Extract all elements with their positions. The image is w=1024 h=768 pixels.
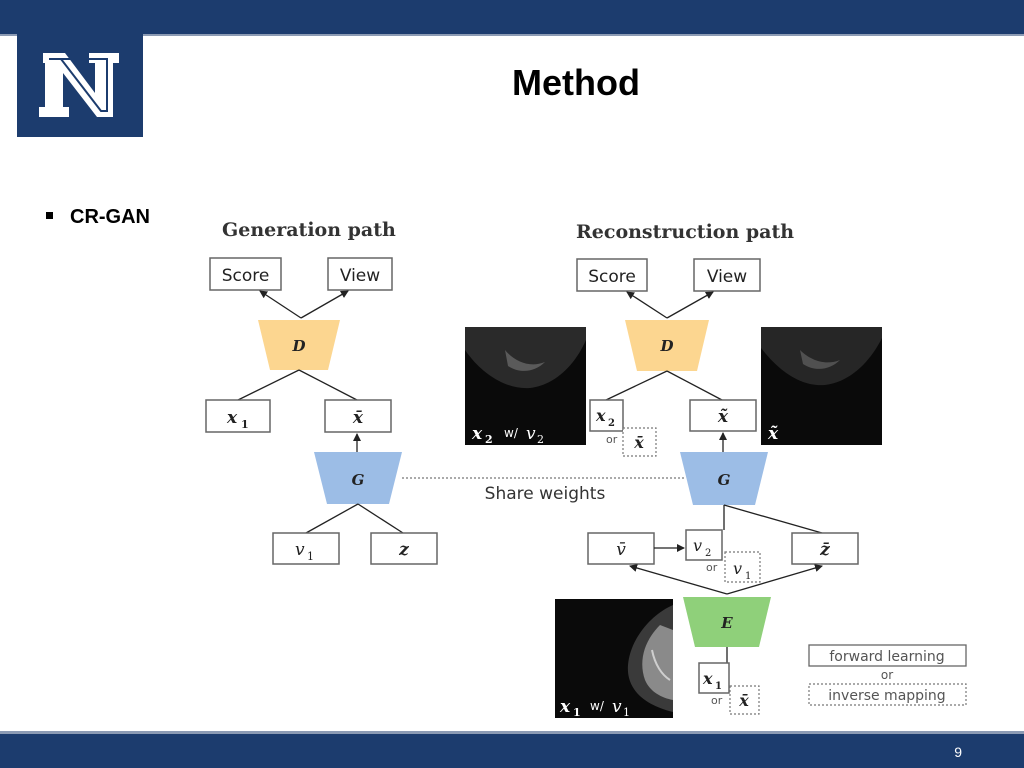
gen-discriminator: D [258, 320, 340, 370]
rec-or-2: or [706, 561, 718, 574]
gen-d-label: D [291, 337, 305, 355]
encoder-label: E [720, 614, 733, 632]
rec-xbar-label: x̄ [633, 433, 644, 452]
rec-xtilde-box: x̃ [689, 399, 757, 432]
rec-x1-label: x [702, 669, 713, 688]
rec-x1-box: x 1 [698, 662, 730, 694]
rec-score-box: Score [576, 258, 648, 292]
rec-x2-sub: 2 [608, 418, 615, 429]
rec-x2-label: x [595, 406, 606, 425]
gen-z-label: z [398, 540, 409, 560]
rec-zbar-label: z̄ [819, 540, 830, 560]
x1-image-w: w/ [590, 699, 605, 713]
x1-image-vsub: 1 [623, 706, 630, 719]
gen-v1-label: v [295, 540, 305, 560]
x1-image-x: x [559, 697, 571, 717]
university-logo [17, 31, 143, 137]
rec-discriminator: D [625, 320, 709, 371]
rec-vbar-box: v̄ [587, 532, 655, 565]
gen-score-box: Score [209, 257, 282, 291]
legend-dashed-box [808, 683, 967, 706]
bullet-marker [46, 212, 53, 219]
gen-v1-box: v 1 [272, 532, 340, 565]
gen-view-box: View [327, 257, 393, 291]
bullet-label: CR-GAN [70, 206, 150, 228]
rec-zbar-box: z̄ [791, 532, 859, 565]
rec-v1-label: v [733, 559, 742, 578]
xtilde-image: x̃ [761, 327, 882, 445]
reconstruction-path-title: Reconstruction path [576, 221, 794, 243]
page-number: 9 [954, 744, 962, 760]
rec-x2-box: x 2 [589, 399, 624, 432]
gen-view-label: View [340, 266, 380, 286]
rec-v2-sub: 2 [705, 548, 711, 559]
rec-or-3: or [711, 694, 723, 707]
rec-view-label: View [707, 267, 747, 287]
rec-generator: G [680, 452, 768, 505]
xtilde-image-label: x̃ [767, 424, 779, 444]
rec-vbar-label: v̄ [616, 540, 626, 560]
rec-xtilde-label: x̃ [717, 407, 729, 427]
slide-title: Method [512, 62, 640, 103]
gen-xbar-box: x̄ [324, 399, 392, 433]
legend-or-label: or [881, 668, 893, 682]
top-banner-rule [0, 34, 1024, 36]
gen-generator: G [314, 452, 402, 504]
rec-or-1: or [606, 433, 618, 446]
gen-xbar-label: x̄ [352, 408, 364, 428]
legend-solid-box [808, 644, 967, 667]
legend-forward-label: forward learning [829, 649, 944, 665]
rec-v1-sub: 1 [745, 571, 751, 582]
rec-xbar-dashed-box-2: x̄ [729, 685, 760, 715]
x1-image-v: v [612, 697, 622, 717]
rec-v2-label: v [693, 536, 702, 555]
rec-v2-box: v 2 [685, 529, 723, 561]
x2-image-v: v [526, 424, 536, 444]
gen-x1-label: x [226, 408, 238, 428]
rec-d-label: D [659, 337, 673, 355]
x1-image: x 1 w/ v 1 [555, 599, 673, 719]
gen-x1-sub: 1 [241, 418, 249, 431]
gen-score-label: Score [222, 266, 270, 286]
share-weights-label: Share weights [485, 484, 606, 504]
rec-view-box: View [693, 258, 761, 292]
generation-path-title: Generation path [222, 219, 396, 241]
x2-image-w: w/ [504, 426, 519, 440]
legend-inverse-label: inverse mapping [828, 688, 945, 704]
rec-x1-sub: 1 [715, 681, 722, 692]
bottom-banner-rule [0, 731, 1024, 734]
x2-image-sub: 2 [485, 433, 493, 446]
top-banner [0, 0, 1024, 34]
x2-image-vsub: 2 [537, 433, 544, 446]
x1-image-sub: 1 [573, 706, 581, 719]
bottom-banner [0, 734, 1024, 768]
gen-g-label: G [352, 471, 365, 489]
rec-g-label: G [718, 471, 731, 489]
rec-score-label: Score [588, 267, 636, 287]
gen-v1-sub: 1 [307, 550, 314, 563]
x2-image: x 2 w/ v 2 [465, 327, 586, 446]
gen-z-box: z [370, 532, 438, 565]
x2-image-x: x [471, 424, 483, 444]
rec-v1-dashed-box: v 1 [724, 551, 761, 583]
rec-xbar-label-2: x̄ [738, 691, 749, 710]
gen-x1-box: x 1 [205, 399, 271, 433]
encoder: E [683, 597, 771, 647]
rec-xbar-dashed-box: x̄ [622, 427, 657, 457]
legend: forward learning or inverse mapping [808, 644, 967, 706]
